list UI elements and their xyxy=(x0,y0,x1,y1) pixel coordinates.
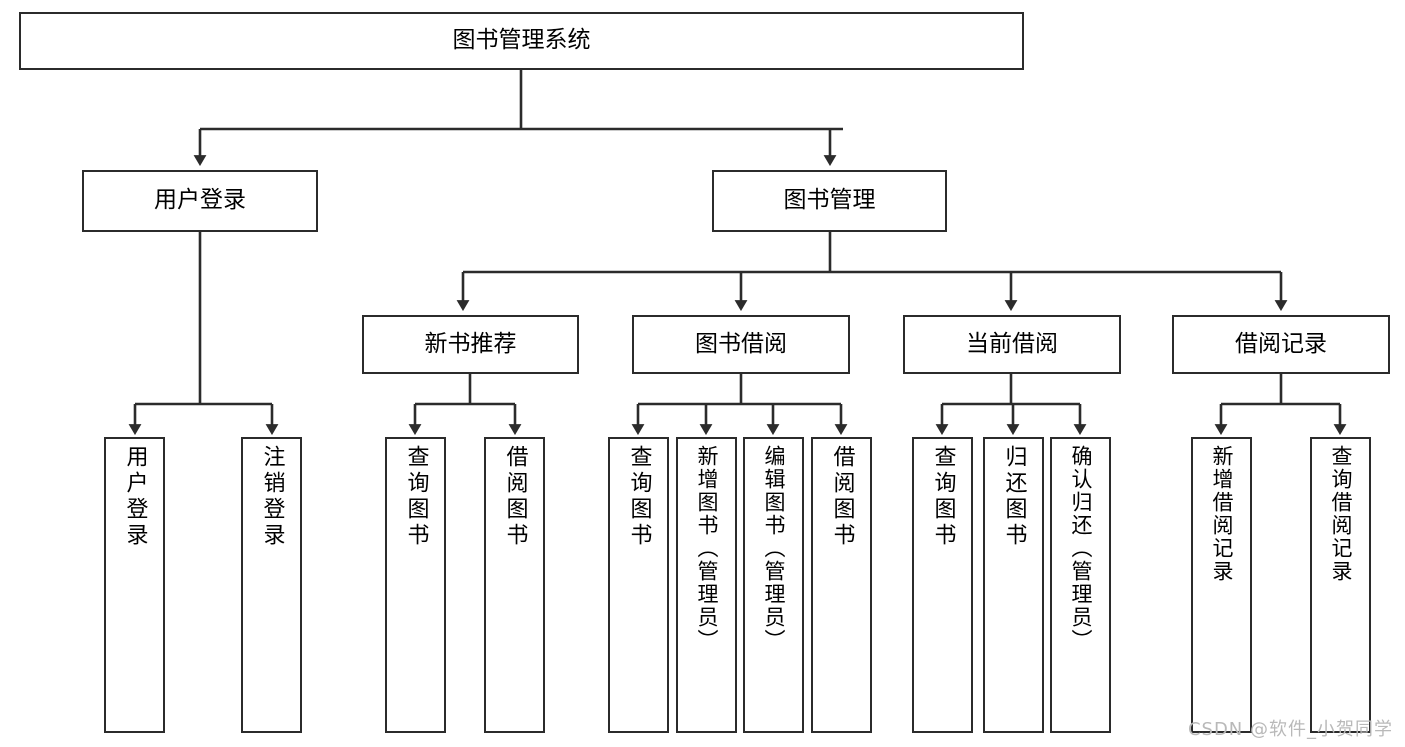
node-root[interactable]: 图书管理系统 xyxy=(19,12,1024,70)
node-borrow-record-label: 借阅记录 xyxy=(1235,330,1327,357)
csdn-watermark: CSDN @软件_小贺同学 xyxy=(1187,719,1393,740)
leaf-query-books-recommend[interactable]: 查询图书 xyxy=(385,437,446,733)
leaf-label: 归还图书 xyxy=(1001,445,1027,549)
leaf-query-books-borrow[interactable]: 查询图书 xyxy=(608,437,669,733)
node-current-borrow[interactable]: 当前借阅 xyxy=(903,315,1121,374)
leaf-logout-login[interactable]: 注销登录 xyxy=(241,437,302,733)
leaf-return-books[interactable]: 归还图书 xyxy=(983,437,1044,733)
leaf-label: 借阅图书 xyxy=(502,445,528,549)
node-root-label: 图书管理系统 xyxy=(452,27,591,54)
node-current-borrow-label: 当前借阅 xyxy=(966,330,1058,357)
leaf-label: 注销登录 xyxy=(259,445,285,549)
node-new-book-recommend[interactable]: 新书推荐 xyxy=(362,315,579,374)
leaf-add-borrow-record[interactable]: 新增借阅记录 xyxy=(1191,437,1252,733)
leaf-label: 用户登录 xyxy=(122,445,148,549)
node-user-login-label: 用户登录 xyxy=(154,187,246,214)
node-new-book-recommend-label: 新书推荐 xyxy=(424,330,517,357)
leaf-label: 借阅图书 xyxy=(829,445,855,549)
leaf-label: 查询图书 xyxy=(930,445,956,549)
node-book-borrow-label: 图书借阅 xyxy=(695,330,787,357)
node-book-borrow[interactable]: 图书借阅 xyxy=(632,315,850,374)
leaf-query-borrow-record[interactable]: 查询借阅记录 xyxy=(1310,437,1371,733)
leaf-query-books-current[interactable]: 查询图书 xyxy=(912,437,973,733)
leaf-add-book-admin[interactable]: 新增图书（管理员） xyxy=(676,437,737,733)
leaf-label: 查询图书 xyxy=(626,445,652,549)
leaf-label: 查询图书 xyxy=(403,445,429,549)
leaf-label: 新增借阅记录 xyxy=(1210,445,1234,583)
node-user-login[interactable]: 用户登录 xyxy=(82,170,318,232)
node-book-management[interactable]: 图书管理 xyxy=(712,170,947,232)
leaf-edit-book-admin[interactable]: 编辑图书（管理员） xyxy=(743,437,804,733)
leaf-borrow-books-recommend[interactable]: 借阅图书 xyxy=(484,437,545,733)
leaf-label: 编辑图书（管理员） xyxy=(762,445,786,652)
leaf-user-login[interactable]: 用户登录 xyxy=(104,437,165,733)
node-book-management-label: 图书管理 xyxy=(783,187,876,214)
leaf-label: 确认归还（管理员） xyxy=(1069,445,1093,652)
node-borrow-record[interactable]: 借阅记录 xyxy=(1172,315,1390,374)
leaf-label: 新增图书（管理员） xyxy=(695,445,719,652)
leaf-borrow-books-borrow[interactable]: 借阅图书 xyxy=(811,437,872,733)
leaf-label: 查询借阅记录 xyxy=(1329,445,1353,583)
leaf-confirm-return-admin[interactable]: 确认归还（管理员） xyxy=(1050,437,1111,733)
